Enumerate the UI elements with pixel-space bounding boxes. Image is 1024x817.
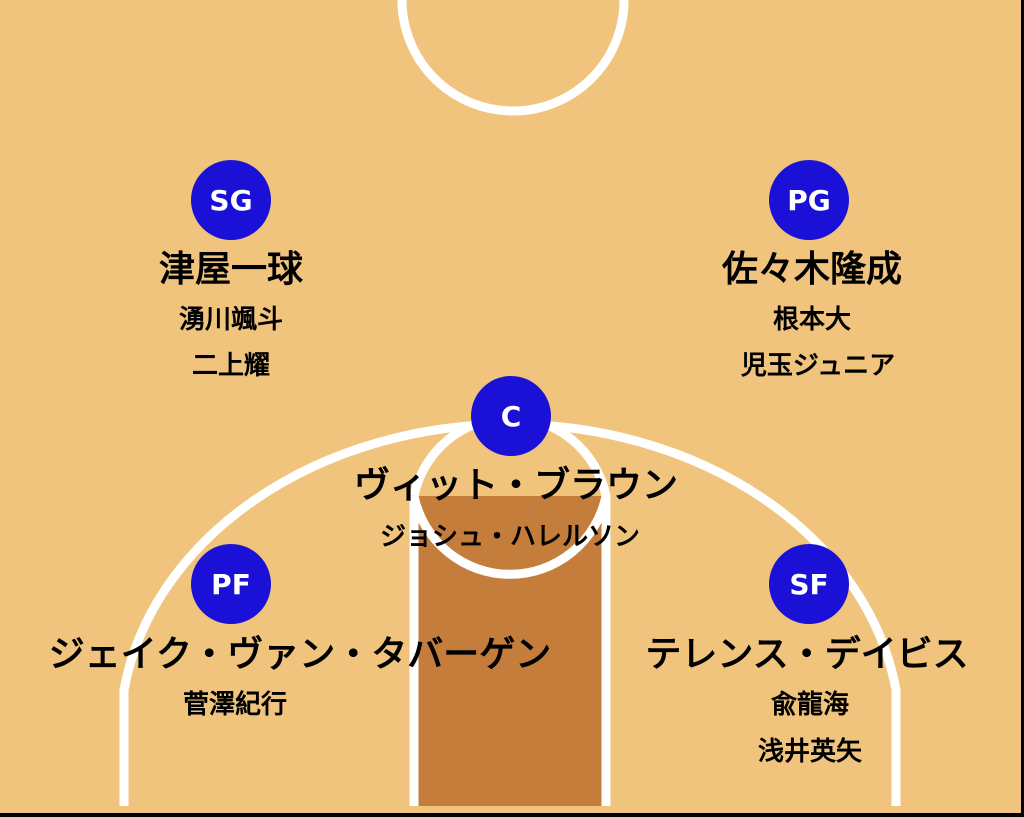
bench-pf-1: 菅澤紀行 <box>182 690 288 720</box>
center-circle <box>397 0 629 116</box>
bench-sg-2: 二上耀 <box>191 351 271 381</box>
bench-sf-1: 兪龍海 <box>770 690 850 720</box>
position-circle-pf: PF <box>191 544 271 624</box>
starter-c: ヴィット・ブラウン <box>353 465 679 506</box>
bench-pg-2: 児玉ジュニア <box>740 351 896 381</box>
starter-sf: テレンス・デイビス <box>645 634 969 675</box>
position-circle-sf: SF <box>769 544 849 624</box>
bench-sf-2: 浅井英矢 <box>757 737 863 767</box>
bench-pg-1: 根本大 <box>772 305 852 335</box>
starter-pf: ジェイク・ヴァン・タバーゲン <box>48 634 552 675</box>
starter-pg: 佐々木隆成 <box>721 249 903 290</box>
position-circle-sg: SG <box>191 160 271 240</box>
bench-sg-1: 湧川颯斗 <box>178 305 284 335</box>
position-circle-pg: PG <box>769 160 849 240</box>
bench-c-1: ジョシュ・ハレルソン <box>379 522 641 552</box>
starter-sg: 津屋一球 <box>158 249 304 290</box>
position-circle-c: C <box>471 376 551 456</box>
